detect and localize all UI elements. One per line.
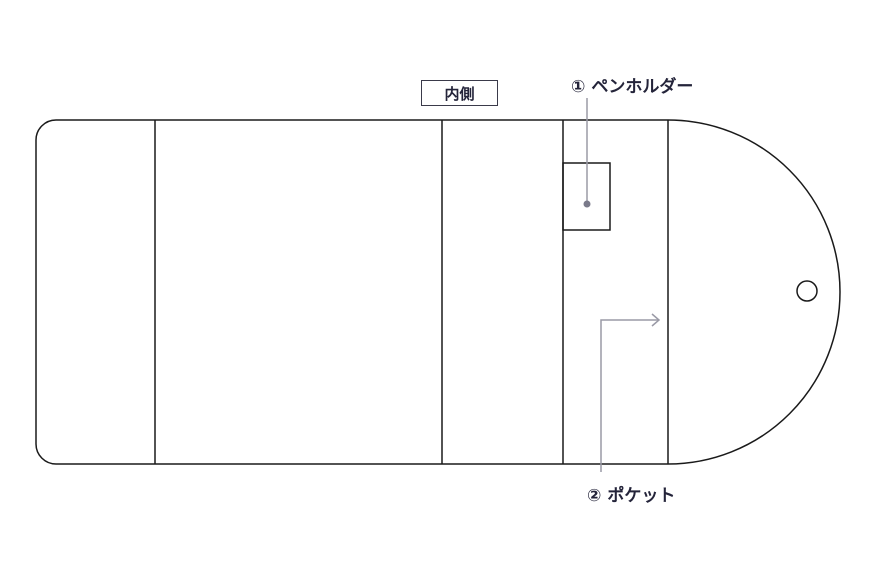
pocket-arrowhead — [651, 313, 661, 327]
pocket-leader — [600, 319, 658, 472]
pen-holder-callout: ① ペンホルダー — [571, 72, 693, 97]
callout-number: ② — [587, 486, 602, 506]
pen-holder-leader-dot — [583, 200, 591, 208]
callout-label: ポケット — [607, 486, 676, 506]
pocket-callout: ② ポケット — [587, 481, 675, 506]
callout-label: ペンホルダー — [591, 77, 694, 97]
flap-hole — [796, 280, 818, 302]
callout-number: ① — [571, 77, 586, 97]
inner-side-label: 内側 — [421, 80, 498, 106]
cover-outline — [35, 119, 841, 465]
